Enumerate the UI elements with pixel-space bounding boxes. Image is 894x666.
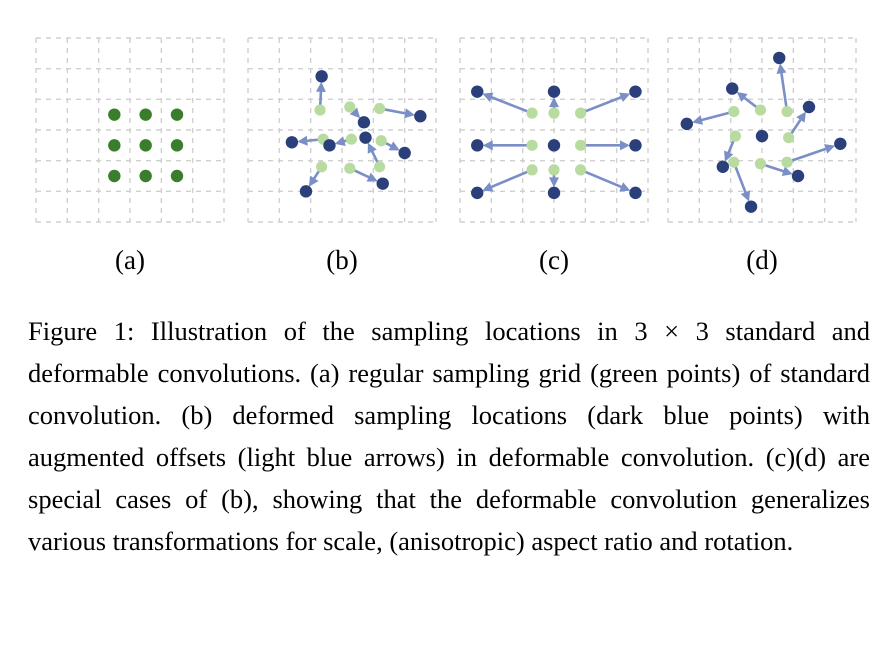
panel-label-c: (c) — [539, 245, 569, 275]
blue-sampling-points — [680, 51, 847, 213]
figure-caption: Figure 1: Illustration of the sampling l… — [28, 316, 870, 556]
offset-arrows — [692, 63, 836, 202]
panel-a-svg — [35, 37, 225, 223]
green-sampling-points — [314, 101, 387, 174]
offset-arrows — [297, 81, 415, 187]
blue-sampling-points — [285, 70, 427, 198]
panel-label-b: (b) — [326, 245, 358, 275]
panel-c-svg — [459, 37, 649, 223]
panel-label-d: (d) — [746, 245, 778, 275]
grid-lines — [247, 37, 437, 223]
panel-c — [459, 37, 649, 223]
panel-d — [667, 37, 857, 223]
grid-lines — [35, 37, 225, 223]
panel-label-a: (a) — [115, 245, 145, 275]
panel-b — [247, 37, 437, 223]
blue-sampling-points — [471, 85, 642, 200]
panel-a — [35, 37, 225, 223]
panel-b-svg — [247, 37, 437, 223]
panel-label-row: (a) (b) (c) (d) — [0, 243, 894, 277]
grid-lines — [667, 37, 857, 223]
green-sampling-points — [108, 108, 184, 183]
panel-d-svg — [667, 37, 857, 223]
offset-arrows — [482, 92, 631, 192]
